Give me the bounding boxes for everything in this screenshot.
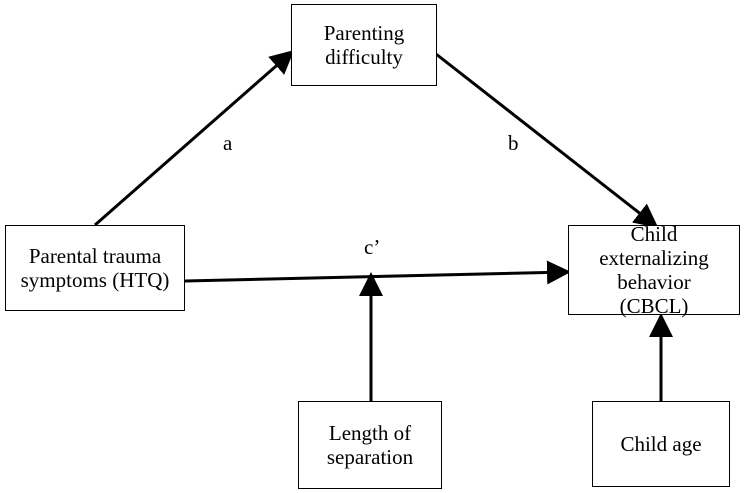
path-b-arrow: [435, 52, 659, 228]
path-b-label: b: [508, 131, 519, 155]
path-c-prime-arrow: [184, 260, 571, 285]
length-of-separation-box: Length of separation: [298, 401, 442, 489]
child-age-label: Child age: [620, 432, 702, 456]
path-a-arrow: [94, 50, 295, 227]
parental-trauma-label: Parental trauma symptoms (HTQ): [20, 244, 170, 292]
path-a-label: a: [223, 131, 233, 155]
parenting-difficulty-box: Parenting difficulty: [291, 4, 437, 86]
path-c-prime-label: c’: [364, 235, 381, 259]
parenting-difficulty-label: Parenting difficulty: [323, 21, 405, 69]
child-age-box: Child age: [592, 401, 730, 487]
parental-trauma-box: Parental trauma symptoms (HTQ): [5, 225, 185, 311]
length-of-separation-label: Length of separation: [326, 421, 414, 469]
child-externalizing-label: Child externalizing behavior (CBCL): [599, 222, 709, 318]
child-externalizing-box: Child externalizing behavior (CBCL): [568, 222, 740, 318]
